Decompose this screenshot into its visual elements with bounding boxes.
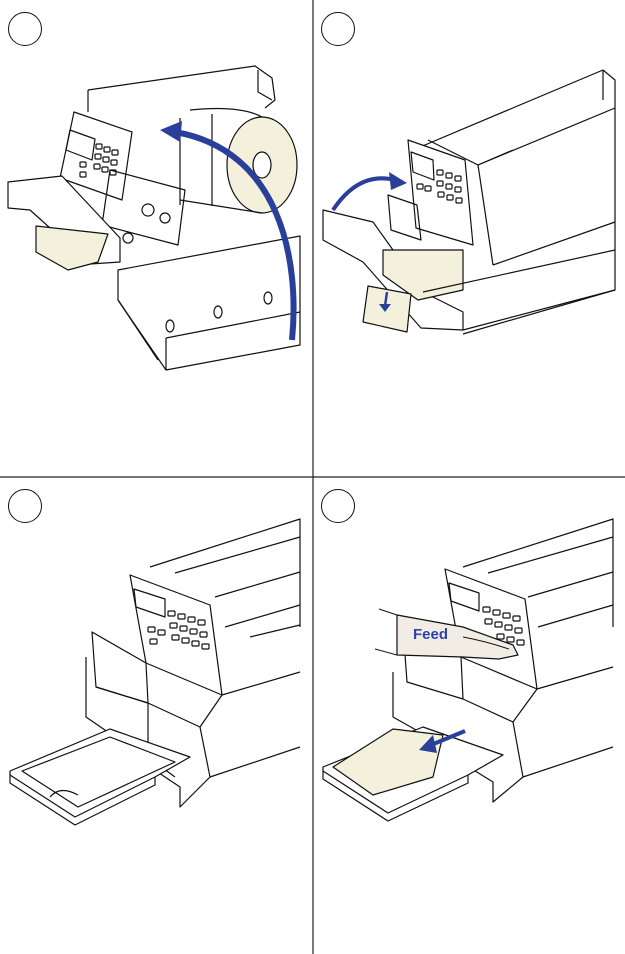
printer-base	[118, 236, 300, 370]
curved-arrow-icon	[333, 172, 407, 210]
step-1-panel	[0, 0, 313, 477]
step-3-illustration	[0, 477, 313, 954]
step-4-illustration: Feed	[313, 477, 625, 954]
printer-top-edge	[88, 66, 275, 108]
step-2-illustration	[313, 0, 625, 477]
step-4-panel: Feed	[313, 477, 625, 954]
output-tray	[10, 729, 190, 817]
feed-button-label: Feed	[413, 626, 448, 643]
step-1-illustration	[0, 0, 313, 477]
step-2-panel	[313, 0, 625, 477]
step-3-panel	[0, 477, 313, 954]
